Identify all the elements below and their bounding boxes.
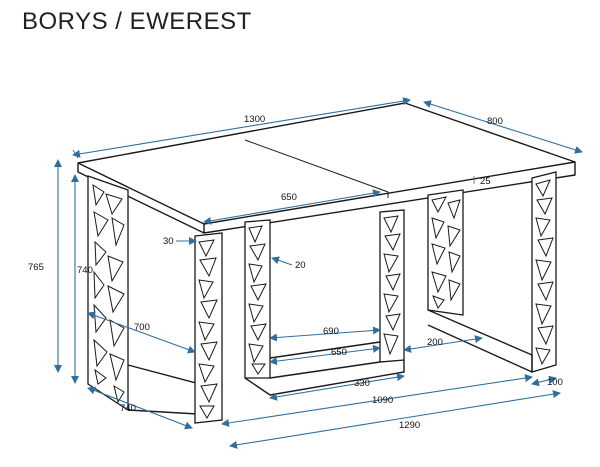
dim-leg-depth-diag: 700	[134, 322, 150, 333]
dim-top-thickness: 25	[480, 176, 491, 187]
middle-frame	[244, 209, 405, 396]
dim-center-width: 650	[281, 192, 297, 203]
dimension-lines	[54, 97, 583, 449]
dim-leg-thickness: 30	[163, 236, 174, 247]
dim-leg-inner: 20	[295, 260, 306, 271]
dim-total-length: 1290	[399, 420, 420, 431]
dim-inner-length: 1090	[372, 395, 393, 406]
dim-top-width: 800	[487, 116, 503, 127]
dim-leg-height: 740	[77, 265, 93, 276]
dim-base-offset: 330	[354, 378, 370, 389]
dim-top-length: 1300	[244, 114, 265, 125]
dim-base-inner: 690	[323, 326, 339, 337]
dimension-labels: 1300 800 650 25 30 20 765 740 700 690 65…	[28, 114, 563, 431]
front-left-leg	[194, 232, 223, 424]
product-title: BORYS / EWEREST	[22, 8, 252, 35]
dim-base-side: 200	[427, 337, 443, 348]
dim-left-depth: 740	[120, 403, 136, 414]
back-right-leg	[427, 171, 557, 373]
dim-foot: 100	[547, 377, 563, 388]
dim-base-inner-2: 650	[331, 347, 347, 358]
dim-total-height: 765	[28, 262, 44, 273]
